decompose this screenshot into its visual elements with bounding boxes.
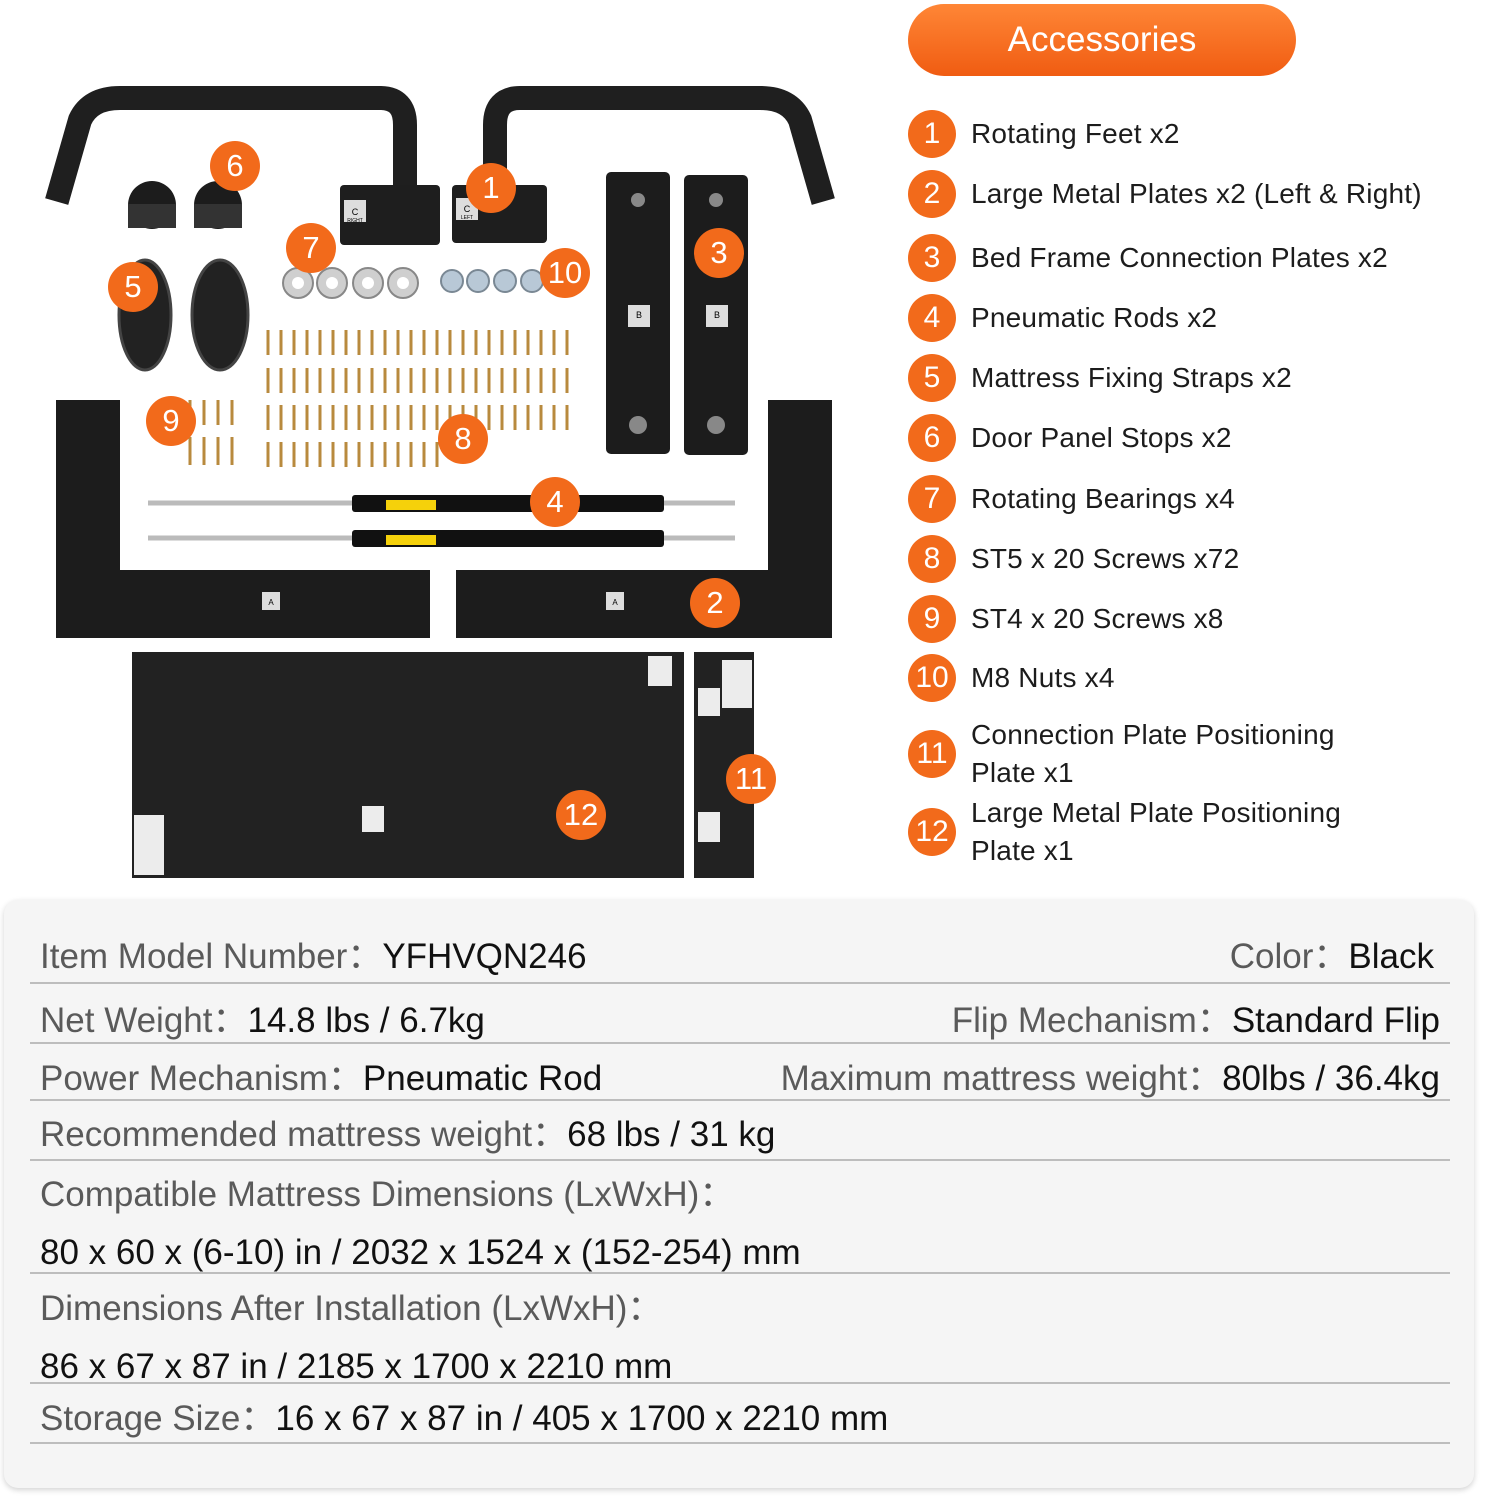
spec-row-power: Power Mechanism：Pneumatic Rod Maximum ma… <box>30 1050 1450 1101</box>
installed-dimensions-value: 86 x 67 x 87 in / 2185 x 1700 x 2210 mm <box>40 1347 673 1386</box>
item-label: M8 Nuts x4 <box>971 662 1115 693</box>
accessory-item: 6 Door Panel Stops x2 <box>908 414 1478 462</box>
accessory-item: 9 ST4 x 20 Screws x8 <box>908 595 1478 643</box>
plate-mark-c-left: C <box>464 204 471 214</box>
accessory-item: 4 Pneumatic Rods x2 <box>908 294 1478 342</box>
installed-dimensions-label: Dimensions After Installation (LxWxH)： <box>40 1289 663 1328</box>
accessory-item: 1 Rotating Feet x2 <box>908 110 1478 158</box>
item-number-badge: 7 <box>908 475 956 523</box>
accessory-item: 3 Bed Frame Connection Plates x2 <box>908 234 1478 282</box>
spec-row-model: Item Model Number：YFHVQN246 Color：Black <box>30 928 1450 984</box>
rotating-foot-left <box>483 86 835 207</box>
item-number-badge: 2 <box>908 170 956 218</box>
item-label: Bed Frame Connection Plates x2 <box>971 242 1388 273</box>
power-label: Power Mechanism： <box>40 1059 363 1098</box>
badge-11: 11 <box>726 754 776 804</box>
item-number-badge: 8 <box>908 535 956 583</box>
item-label: Large Metal Plate Positioning Plate x1 <box>971 797 1342 866</box>
recommended-weight-value: 68 lbs / 31 kg <box>567 1115 776 1154</box>
weight-label: Net Weight： <box>40 1001 248 1040</box>
badge-2: 2 <box>690 578 740 628</box>
color-value: Black <box>1348 937 1434 976</box>
model-label: Item Model Number： <box>40 937 383 976</box>
flip-value: Standard Flip <box>1231 1001 1440 1040</box>
flip-label: Flip Mechanism： <box>951 1001 1232 1040</box>
item-number-badge: 3 <box>908 234 956 282</box>
spec-row-installed: Dimensions After Installation (LxWxH)： 8… <box>30 1280 1450 1386</box>
plate-mark-c-right: C <box>352 207 359 217</box>
strap-2 <box>190 258 250 372</box>
badge-8: 8 <box>438 414 488 464</box>
weight-value: 14.8 lbs / 6.7kg <box>247 1001 485 1040</box>
item-label: Connection Plate Positioning Plate x1 <box>971 719 1335 788</box>
item-number-badge: 12 <box>908 808 956 856</box>
large-metal-plate-right <box>456 400 832 638</box>
item-label: Large Metal Plates x2 (Left & Right) <box>971 178 1422 209</box>
accessory-item: 8 ST5 x 20 Screws x72 <box>908 535 1478 583</box>
badge-12: 12 <box>556 790 606 840</box>
large-positioning-plate <box>132 652 684 878</box>
storage-label: Storage Size： <box>40 1399 276 1438</box>
plate-mark-a1: A <box>268 598 274 607</box>
plate-mark-c-left-sub: LEFT <box>461 215 473 221</box>
accessory-item: 5 Mattress Fixing Straps x2 <box>908 354 1478 402</box>
accessory-item: 2 Large Metal Plates x2 (Left & Right) <box>908 170 1478 218</box>
badge-4: 4 <box>530 477 580 527</box>
badge-10: 10 <box>540 248 590 298</box>
storage-value: 16 x 67 x 87 in / 405 x 1700 x 2210 mm <box>275 1399 889 1438</box>
item-number-badge: 4 <box>908 294 956 342</box>
plate-mark-c-right-sub: RIGHT <box>347 218 363 224</box>
model-value: YFHVQN246 <box>382 937 587 976</box>
item-number-badge: 11 <box>908 730 956 778</box>
badge-7: 7 <box>286 223 336 273</box>
item-label: Door Panel Stops x2 <box>971 422 1232 453</box>
parts-photo: C RIGHT C LEFT <box>0 0 880 890</box>
spec-row-compatible: Compatible Mattress Dimensions (LxWxH)： … <box>30 1166 1450 1274</box>
pneumatic-rods <box>148 495 735 547</box>
power-value: Pneumatic Rod <box>362 1059 603 1098</box>
item-label: ST5 x 20 Screws x72 <box>971 543 1240 574</box>
item-number-badge: 6 <box>908 414 956 462</box>
plate-mark-b2: B <box>714 310 720 320</box>
bearings <box>282 267 419 299</box>
accessories-title: Accessories <box>908 4 1296 76</box>
accessory-item: 10 M8 Nuts x4 <box>908 654 1478 702</box>
recommended-weight-label: Recommended mattress weight： <box>40 1115 568 1154</box>
item-number-badge: 9 <box>908 595 956 643</box>
compatible-dimensions-value: 80 x 60 x (6-10) in / 2032 x 1524 x (152… <box>40 1233 801 1272</box>
spec-row-storage: Storage Size：16 x 67 x 87 in / 405 x 170… <box>30 1390 1450 1444</box>
plate-mark-a2: A <box>612 598 618 607</box>
screws-st4 <box>188 400 234 465</box>
badge-9: 9 <box>146 396 196 446</box>
large-metal-plate-left <box>56 400 430 638</box>
item-number-badge: 5 <box>908 354 956 402</box>
badge-6: 6 <box>210 141 260 191</box>
parts-illustration: C RIGHT C LEFT <box>45 86 835 878</box>
plate-mark-b1: B <box>636 310 642 320</box>
compatible-dimensions-label: Compatible Mattress Dimensions (LxWxH)： <box>40 1175 735 1214</box>
badge-5: 5 <box>108 262 158 312</box>
item-label: Pneumatic Rods x2 <box>971 302 1218 333</box>
max-weight-label: Maximum mattress weight： <box>780 1059 1223 1098</box>
accessory-item: 11 Connection Plate Positioning Plate x1 <box>908 716 1378 792</box>
item-label: ST4 x 20 Screws x8 <box>971 603 1224 634</box>
max-weight-value: 80lbs / 36.4kg <box>1222 1059 1440 1098</box>
spec-row-recommended: Recommended mattress weight：68 lbs / 31 … <box>30 1106 1450 1161</box>
item-number-badge: 10 <box>908 654 956 702</box>
specifications-card: Item Model Number：YFHVQN246 Color：Black … <box>4 900 1474 1488</box>
rotating-foot-right <box>45 86 417 207</box>
item-label: Rotating Bearings x4 <box>971 483 1235 514</box>
accessory-item: 12 Large Metal Plate Positioning Plate x… <box>908 794 1378 870</box>
screws-st5 <box>266 330 569 467</box>
badge-3: 3 <box>694 228 744 278</box>
spec-row-weight: Net Weight：14.8 lbs / 6.7kg Flip Mechani… <box>30 992 1450 1044</box>
badge-1: 1 <box>466 163 516 213</box>
color-label: Color： <box>1229 937 1349 976</box>
item-number-badge: 1 <box>908 110 956 158</box>
item-label: Mattress Fixing Straps x2 <box>971 362 1292 393</box>
item-label: Rotating Feet x2 <box>971 118 1180 149</box>
nuts <box>440 269 544 293</box>
accessory-item: 7 Rotating Bearings x4 <box>908 475 1478 523</box>
